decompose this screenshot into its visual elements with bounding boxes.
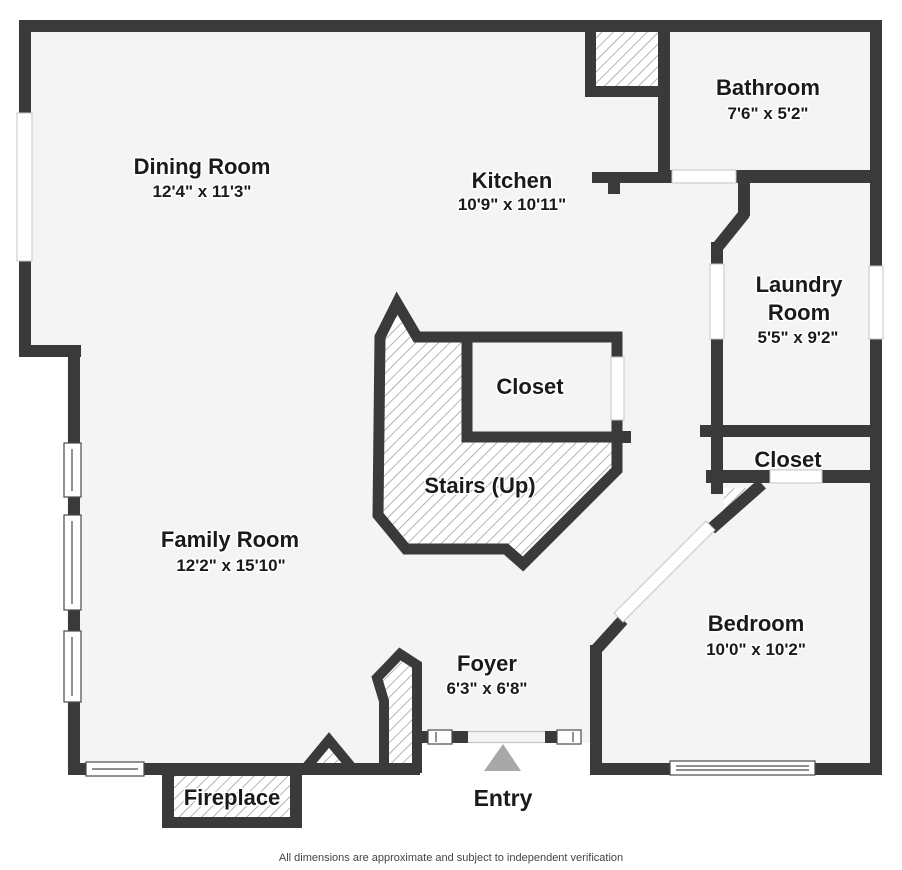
wall-segment — [68, 700, 80, 775]
wall-segment — [736, 170, 882, 183]
wall-segment — [592, 172, 658, 183]
wall-segment — [20, 20, 882, 32]
wall-segment — [870, 20, 882, 266]
closet-upper-door-gap — [610, 356, 625, 421]
family-room-dims: 12'2" x 15'10" — [176, 556, 285, 575]
laundry-dims: 5'5" x 9'2" — [758, 328, 839, 347]
wall-segment — [711, 338, 723, 470]
nook-column — [371, 647, 422, 773]
fireplace-hatch — [174, 776, 290, 817]
wall-segment — [658, 31, 670, 182]
wall-segment — [608, 183, 620, 194]
wall-segment — [738, 180, 750, 216]
exterior-mask — [0, 357, 902, 870]
interior-walls — [417, 31, 882, 765]
chimney-box — [585, 20, 670, 97]
wall-segment — [545, 731, 558, 743]
wall-segment — [590, 645, 602, 765]
closet-side-door-gap — [769, 469, 823, 484]
bathroom-door-gap — [671, 169, 737, 184]
wall-segment — [20, 345, 81, 357]
entry-label: Entry — [474, 785, 533, 811]
wall-segment — [711, 242, 723, 266]
chimney-hatch — [596, 31, 659, 86]
closet-upper-label: Closet — [496, 374, 564, 399]
wall-segment — [700, 425, 882, 437]
bathroom-label: Bathroom — [716, 75, 820, 100]
entry-door-frame-left — [427, 729, 453, 745]
bedroom-dims: 10'0" x 10'2" — [706, 640, 806, 659]
wall-segment — [617, 431, 631, 443]
wall-segment — [19, 20, 31, 113]
laundry-label-line2: Room — [768, 300, 830, 325]
closet-side-label: Closet — [754, 447, 822, 472]
dining-room-dims: 12'4" x 11'3" — [153, 182, 252, 201]
kitchen-dims: 10'9" x 10'11" — [458, 195, 566, 214]
foyer-label: Foyer — [457, 651, 517, 676]
bedroom-label: Bedroom — [708, 611, 805, 636]
wall-segment — [68, 345, 80, 445]
wall-segment — [707, 479, 766, 534]
wall-segment — [68, 497, 80, 517]
wall-segment — [870, 339, 882, 775]
foyer-dims: 6'3" x 6'8" — [447, 679, 528, 698]
stairs-area — [372, 291, 631, 572]
bedroom-door-gap — [613, 520, 716, 623]
wall-segment — [68, 608, 80, 633]
wall-segment — [711, 470, 723, 494]
stairs-label: Stairs (Up) — [424, 473, 535, 498]
window-bedroom-south — [669, 760, 816, 776]
entry-arrow-icon — [484, 744, 521, 771]
fireplace-label: Fireplace — [184, 785, 281, 810]
room-labels: Dining Room 12'4" x 11'3" Kitchen 10'9" … — [132, 74, 845, 813]
window-laundry-east — [868, 265, 884, 340]
family-room-label: Family Room — [161, 527, 299, 552]
wall-segment — [19, 261, 31, 357]
disclaimer-text: All dimensions are approximate and subje… — [279, 852, 623, 864]
wall-segment — [452, 731, 468, 743]
stairs-hatched-outline — [372, 291, 623, 572]
kitchen-label: Kitchen — [472, 168, 553, 193]
laundry-label-line1: Laundry — [756, 272, 844, 297]
openings — [16, 112, 884, 777]
dining-room-label: Dining Room — [134, 154, 271, 179]
exterior-bottom — [0, 775, 902, 870]
wall-segment — [658, 170, 672, 183]
wall-segment — [822, 470, 882, 483]
opening-laundry-west — [709, 263, 725, 340]
fireplace — [162, 765, 302, 828]
bathroom-dims: 7'6" x 5'2" — [728, 104, 809, 123]
window-dining-west — [16, 112, 33, 262]
wall-segment — [68, 763, 88, 775]
entry-door-frame-right — [556, 729, 582, 745]
